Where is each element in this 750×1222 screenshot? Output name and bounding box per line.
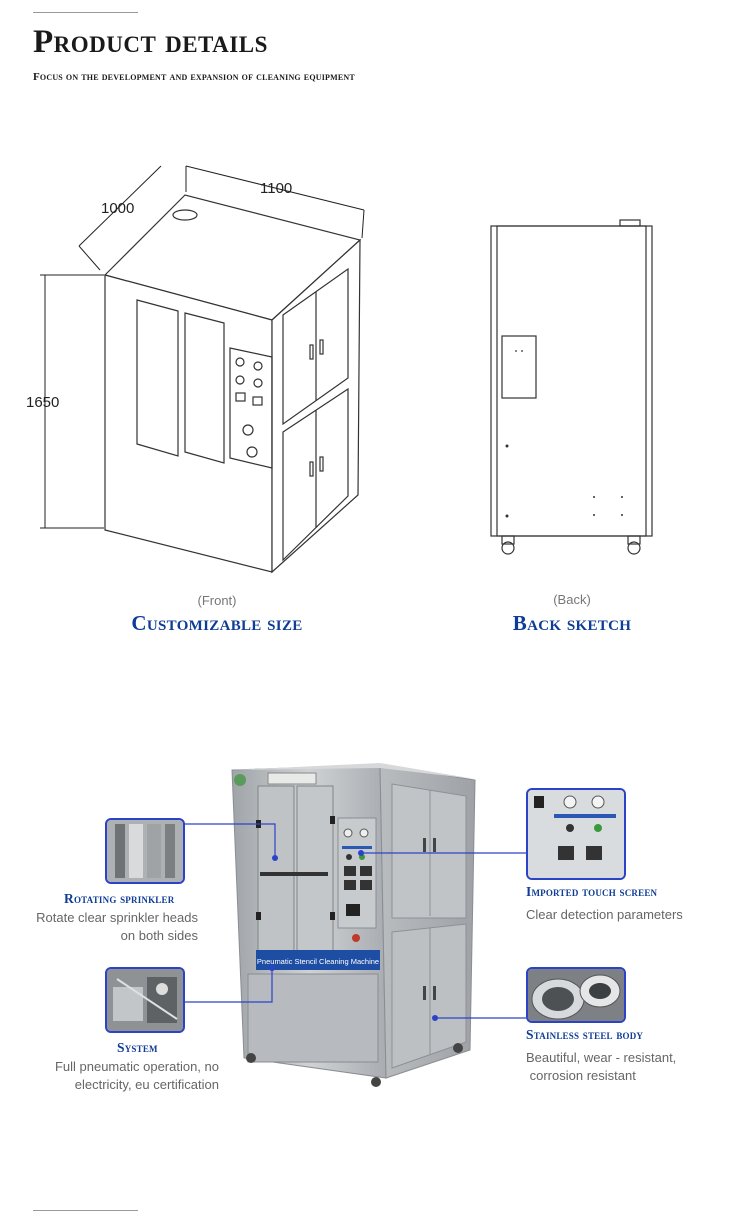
page-subtitle: Focus on the development and expansion o… [33,71,355,83]
feature-desc-touch-screen-1: Clear detection parameters [526,907,683,922]
feature-title-rotating-sprinkler: Rotating sprinkler [64,891,175,906]
back-caption: Back sketch [512,611,632,635]
bottom-rule [33,1210,138,1211]
feature-desc-steel-body-1: Beautiful, wear - resistant, [526,1050,677,1065]
feature-title-steel-body: Stainless steel body [526,1027,644,1042]
front-sketch [103,194,362,574]
feature-desc-system-2: electricity, eu certification [74,1077,219,1092]
page-title: Product details [33,24,268,60]
front-caption: Customizable size [131,611,303,635]
sprinkler-thumbnail [105,818,185,884]
dimension-height: 1650 [26,394,60,411]
steel-thumbnail [526,967,626,1023]
feature-desc-rotating-sprinkler-1: Rotate clear sprinkler heads [36,910,198,925]
dimension-width: 1000 [101,200,135,217]
system-thumbnail [105,967,185,1033]
top-rule [33,12,138,13]
feature-desc-rotating-sprinkler-2: on both sides [120,928,198,943]
machine-plate-text: Pneumatic Stencil Cleaning Machine [257,957,379,966]
front-view-label: (Front) [197,593,237,608]
feature-title-touch-screen: Imported touch screen [526,884,658,899]
back-sketch [490,219,653,555]
feature-title-system: System [117,1040,158,1055]
back-view-label: (Back) [553,592,591,607]
feature-desc-system-1: Full pneumatic operation, no [54,1059,219,1074]
dimension-length: 1100 [260,180,293,197]
feature-desc-steel-body-2: corrosion resistant [526,1068,636,1083]
touchscreen-thumbnail [526,788,626,880]
